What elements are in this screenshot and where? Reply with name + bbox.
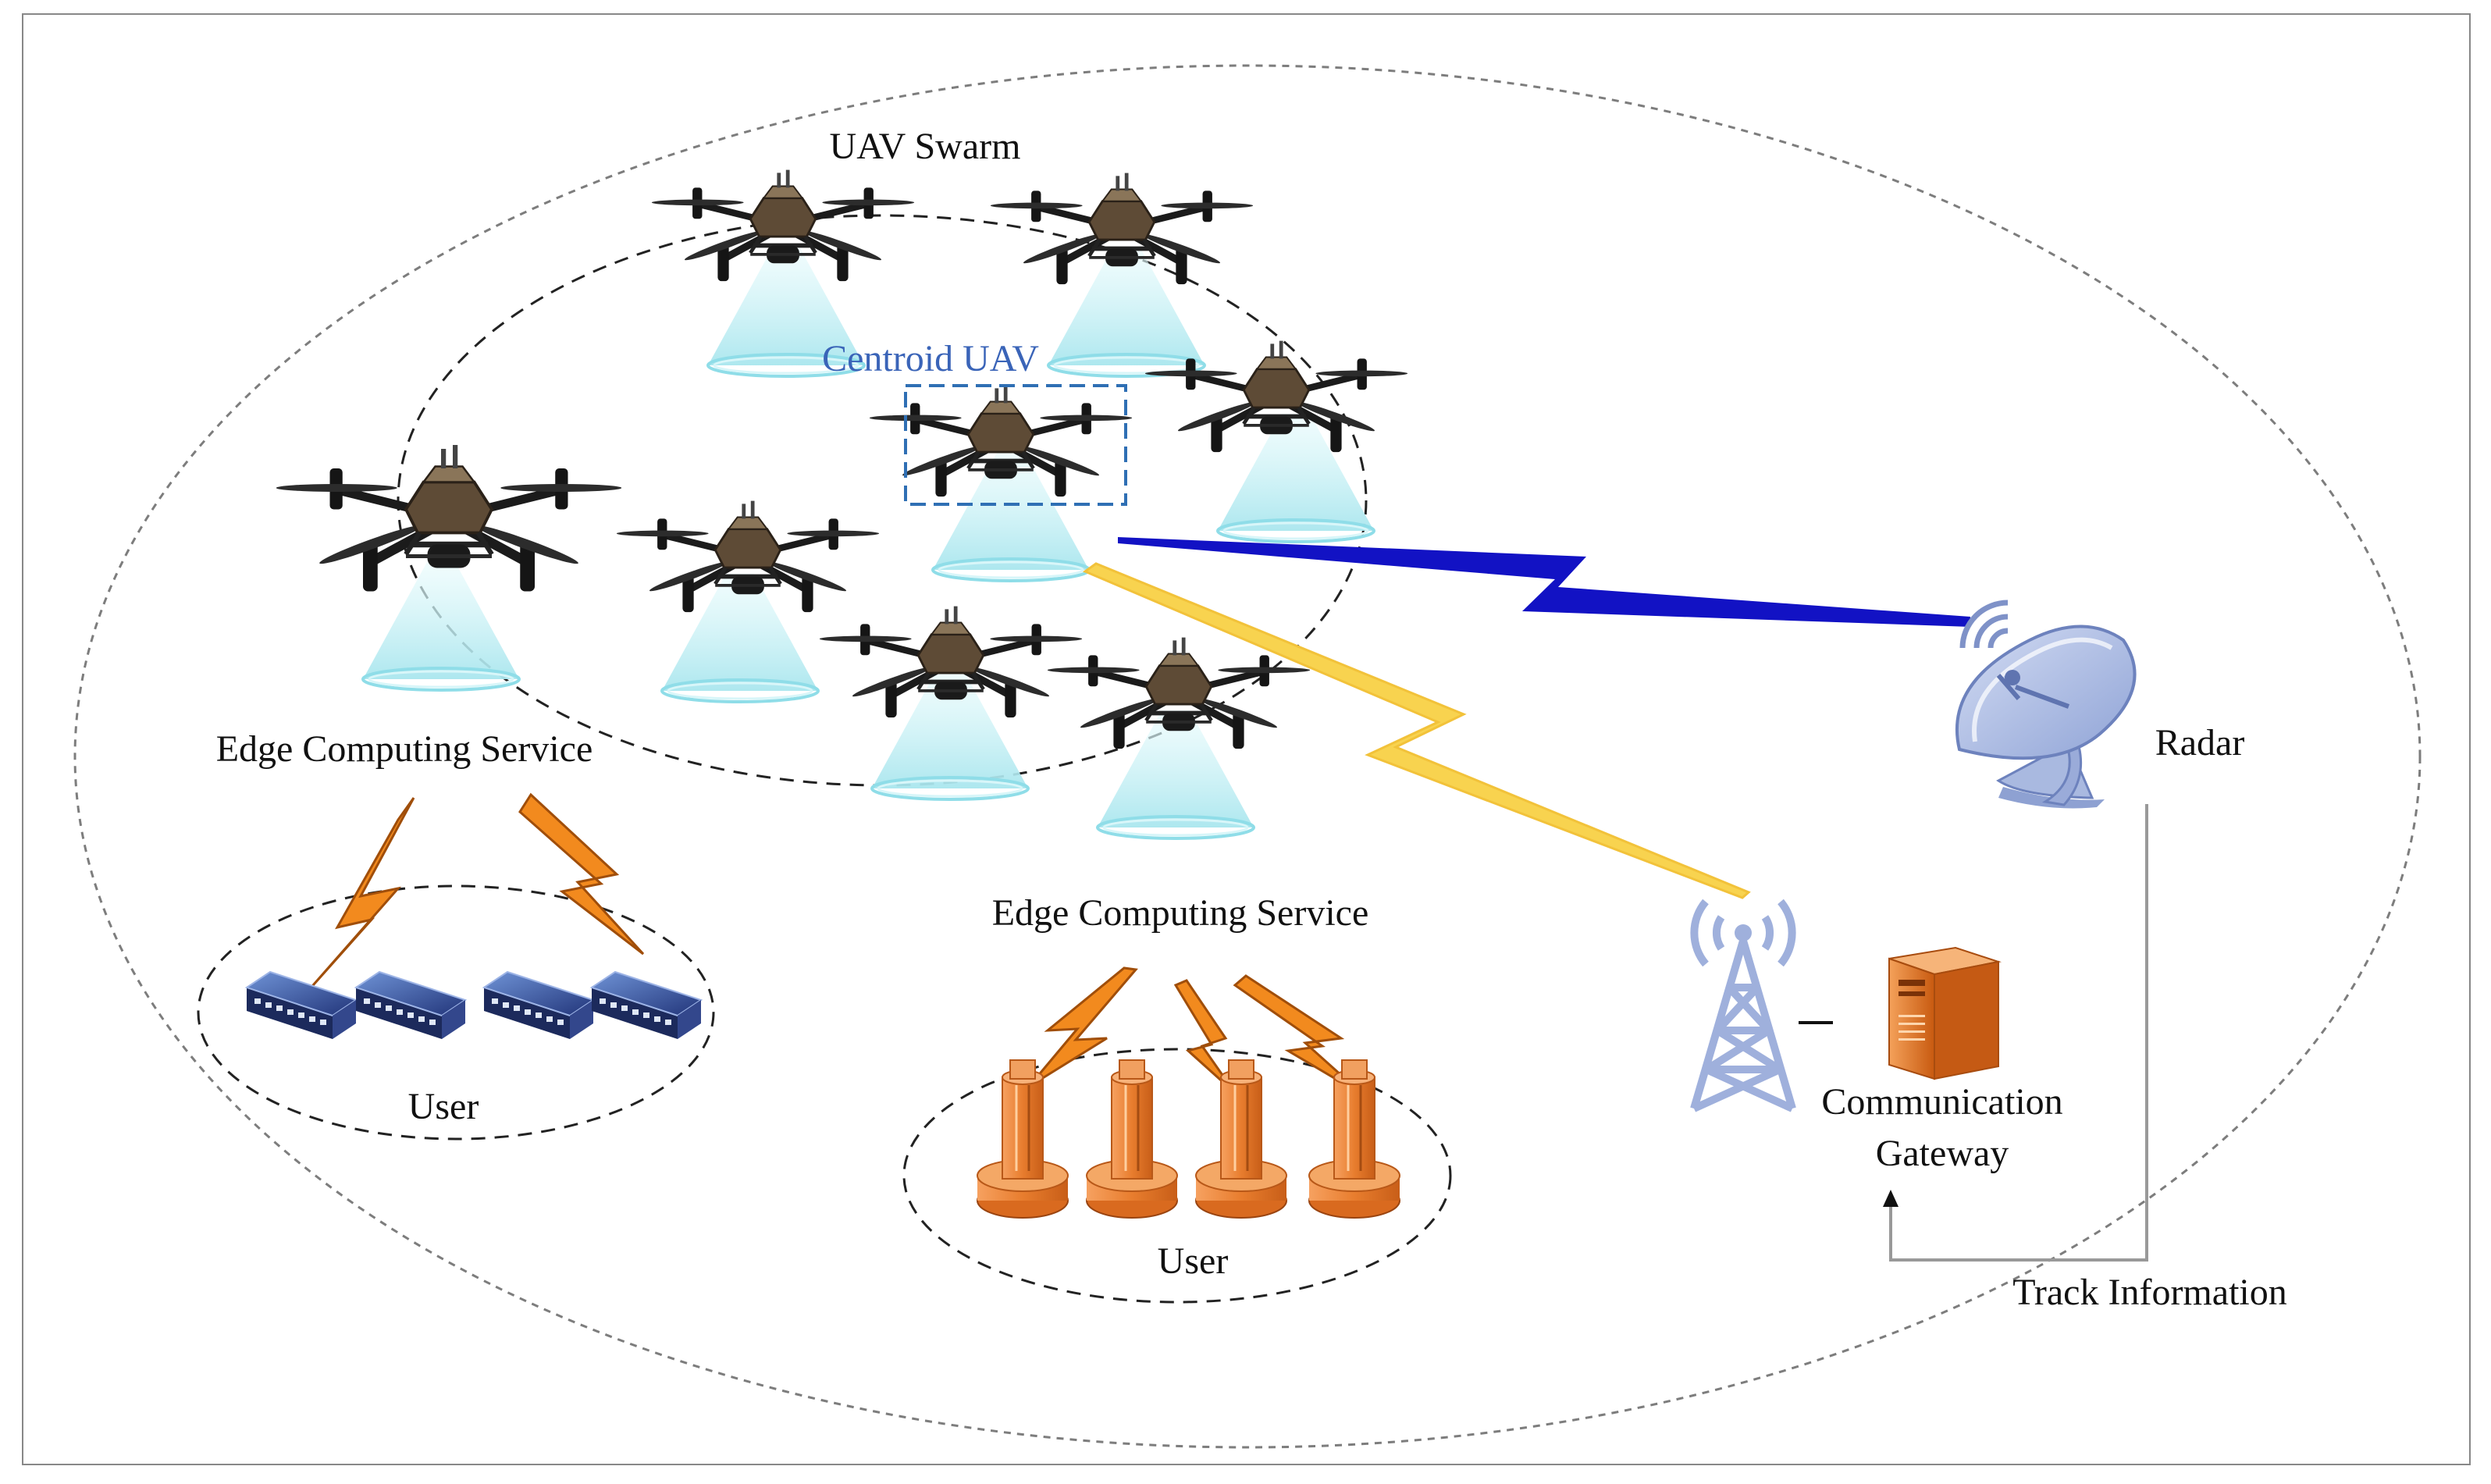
antenna-tower-icon [1690, 899, 1796, 1112]
track-information-arrowhead [1883, 1190, 1898, 1207]
edge-service-center-label: Edge Computing Service [991, 892, 1369, 934]
track-information-label: Track Information [2012, 1272, 2287, 1313]
figure-frame [22, 13, 2471, 1465]
uav-gateway-link [1082, 562, 1751, 899]
edge-service-left-label: Edge Computing Service [215, 728, 593, 770]
server-icon [1888, 946, 2002, 1080]
radar-dish-icon [1955, 600, 2137, 809]
user-left-label: User [407, 1086, 479, 1127]
user-center-label: User [1157, 1240, 1229, 1282]
track-information-connector [1889, 804, 2148, 1262]
user-devices-center [976, 1059, 1401, 1219]
uav-radar-link [1118, 537, 1970, 627]
coverage-area-ellipse [73, 64, 2422, 1449]
centroid-uav-box [904, 384, 1127, 506]
user-group-left-ellipse [197, 884, 715, 1141]
uav-swarm-label: UAV Swarm [829, 126, 1021, 167]
gateway-label-line1: Communication [1821, 1081, 2063, 1123]
radar-label: Radar [2155, 722, 2245, 763]
uav-swarm-ellipse [397, 214, 1368, 787]
centroid-uav-label: Centroid UAV [822, 338, 1039, 379]
user-group-center-ellipse [902, 1048, 1452, 1304]
gateway-label-line2: Gateway [1875, 1133, 2009, 1174]
edge-lightning-bolts [306, 792, 1366, 1098]
